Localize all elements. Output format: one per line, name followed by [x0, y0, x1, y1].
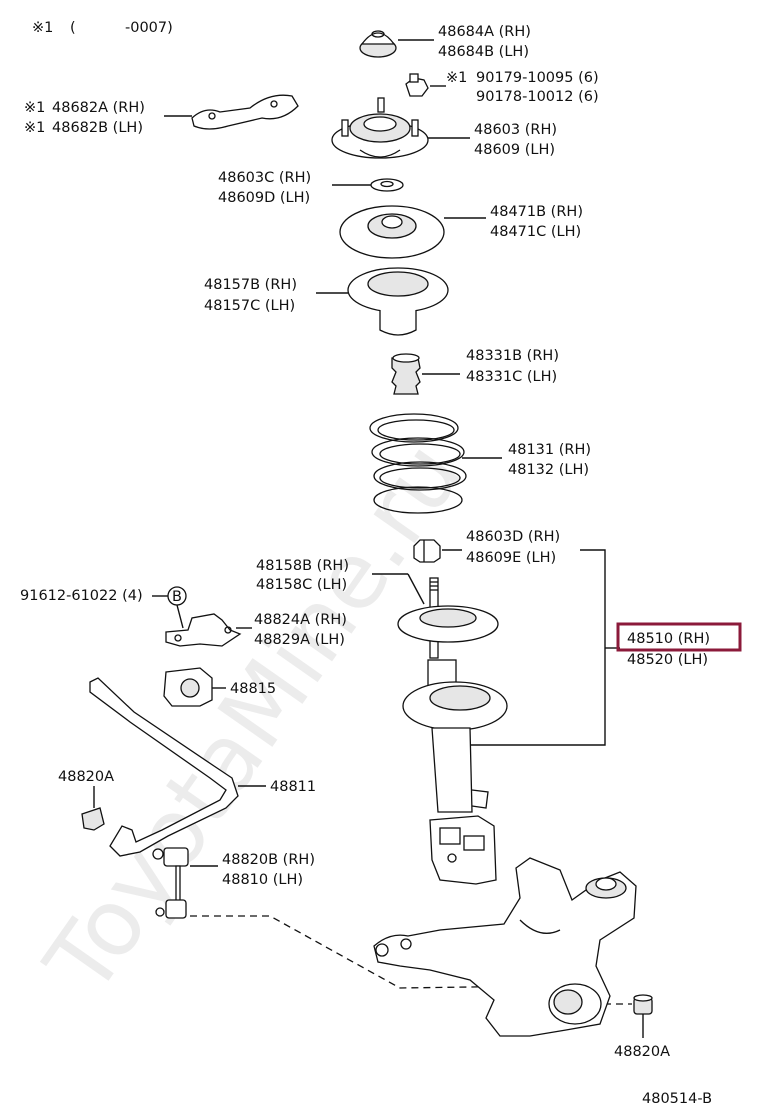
- callout-48603-lh: 48609 (LH): [474, 142, 555, 158]
- callout-48682-lh-mark: ※1: [24, 120, 45, 136]
- callout-48157-lh: 48157C (LH): [204, 298, 295, 314]
- callout-48603-rh: 48603 (RH): [474, 122, 557, 138]
- part-48471-insulator[interactable]: [339, 205, 445, 259]
- callout-48603c-rh: 48603C (RH): [218, 170, 311, 186]
- callout-91612: 91612-61022 (4): [20, 588, 143, 604]
- callout-48158-lh: 48158C (LH): [256, 577, 347, 593]
- note-top: ※1 ( -0007): [32, 20, 173, 36]
- part-48157-spring-seat[interactable]: [347, 267, 449, 336]
- callout-48682-rh-mark: ※1: [24, 100, 45, 116]
- callout-48684-lh: 48684B (LH): [438, 44, 529, 60]
- part-48603-upper-support[interactable]: [331, 97, 429, 159]
- callout-48603d-lh: 48609E (LH): [466, 550, 556, 566]
- callout-90179-mark: ※1: [446, 70, 467, 86]
- callout-48157-rh: 48157B (RH): [204, 277, 297, 293]
- part-48815-bushing[interactable]: [163, 667, 213, 707]
- note-range-open: (: [70, 20, 76, 36]
- callout-90179-line1: 90179-10095 (6): [476, 70, 599, 86]
- part-48811-stabilizer-bar[interactable]: [89, 677, 239, 857]
- note-range-value: -0007): [125, 20, 173, 36]
- callout-48471-lh: 48471C (LH): [490, 224, 581, 240]
- callout-48815: 48815: [230, 681, 276, 697]
- callout-48331-lh: 48331C (LH): [466, 369, 557, 385]
- note-mark: ※1: [32, 20, 53, 36]
- callout-48820a-right: 48820A: [614, 1044, 670, 1060]
- callout-48682-rh: 48682A (RH): [52, 100, 145, 116]
- part-48824-bracket[interactable]: [165, 613, 242, 647]
- part-48603d-nut[interactable]: [413, 539, 441, 563]
- callout-90179-line2: 90178-10012 (6): [476, 89, 599, 105]
- callout-48820b-lh: 48810 (LH): [222, 872, 303, 888]
- part-48131-coil-spring[interactable]: [369, 413, 467, 514]
- part-48510-shock-absorber[interactable]: [397, 577, 508, 885]
- part-48820a-right-bushing[interactable]: [633, 994, 653, 1015]
- diagram-id: 480514-B: [642, 1091, 712, 1107]
- part-48331-bumper[interactable]: [391, 353, 421, 395]
- part-48820b-link[interactable]: [152, 847, 189, 919]
- callout-48131-lh: 48132 (LH): [508, 462, 589, 478]
- callout-48510-lh: 48520 (LH): [627, 652, 708, 668]
- badge-b: B: [172, 589, 182, 605]
- callout-48603c-lh: 48609D (LH): [218, 190, 310, 206]
- callout-48811: 48811: [270, 779, 316, 795]
- callout-48824-rh: 48824A (RH): [254, 612, 347, 628]
- callout-48820b-rh: 48820B (RH): [222, 852, 315, 868]
- highlight-box: [616, 622, 742, 652]
- callout-48510-rh[interactable]: 48510 (RH): [627, 631, 710, 647]
- part-48820a-left-bushing[interactable]: [81, 807, 105, 831]
- callout-48603d-rh: 48603D (RH): [466, 529, 560, 545]
- part-48603c-washer[interactable]: [370, 178, 404, 192]
- callout-48824-lh: 48829A (LH): [254, 632, 345, 648]
- callout-48682-lh: 48682B (LH): [52, 120, 143, 136]
- callout-48331-rh: 48331B (RH): [466, 348, 559, 364]
- callout-48131-rh: 48131 (RH): [508, 442, 591, 458]
- callout-48158-rh: 48158B (RH): [256, 558, 349, 574]
- callout-48820a-left: 48820A: [58, 769, 114, 785]
- part-knuckle-assembly[interactable]: [373, 857, 637, 1037]
- part-90179-nut[interactable]: [405, 73, 429, 97]
- part-48682-bracket[interactable]: [191, 94, 299, 130]
- callout-48471-rh: 48471B (RH): [490, 204, 583, 220]
- part-48684-dust-cap[interactable]: [359, 30, 397, 58]
- callout-48684-rh: 48684A (RH): [438, 24, 531, 40]
